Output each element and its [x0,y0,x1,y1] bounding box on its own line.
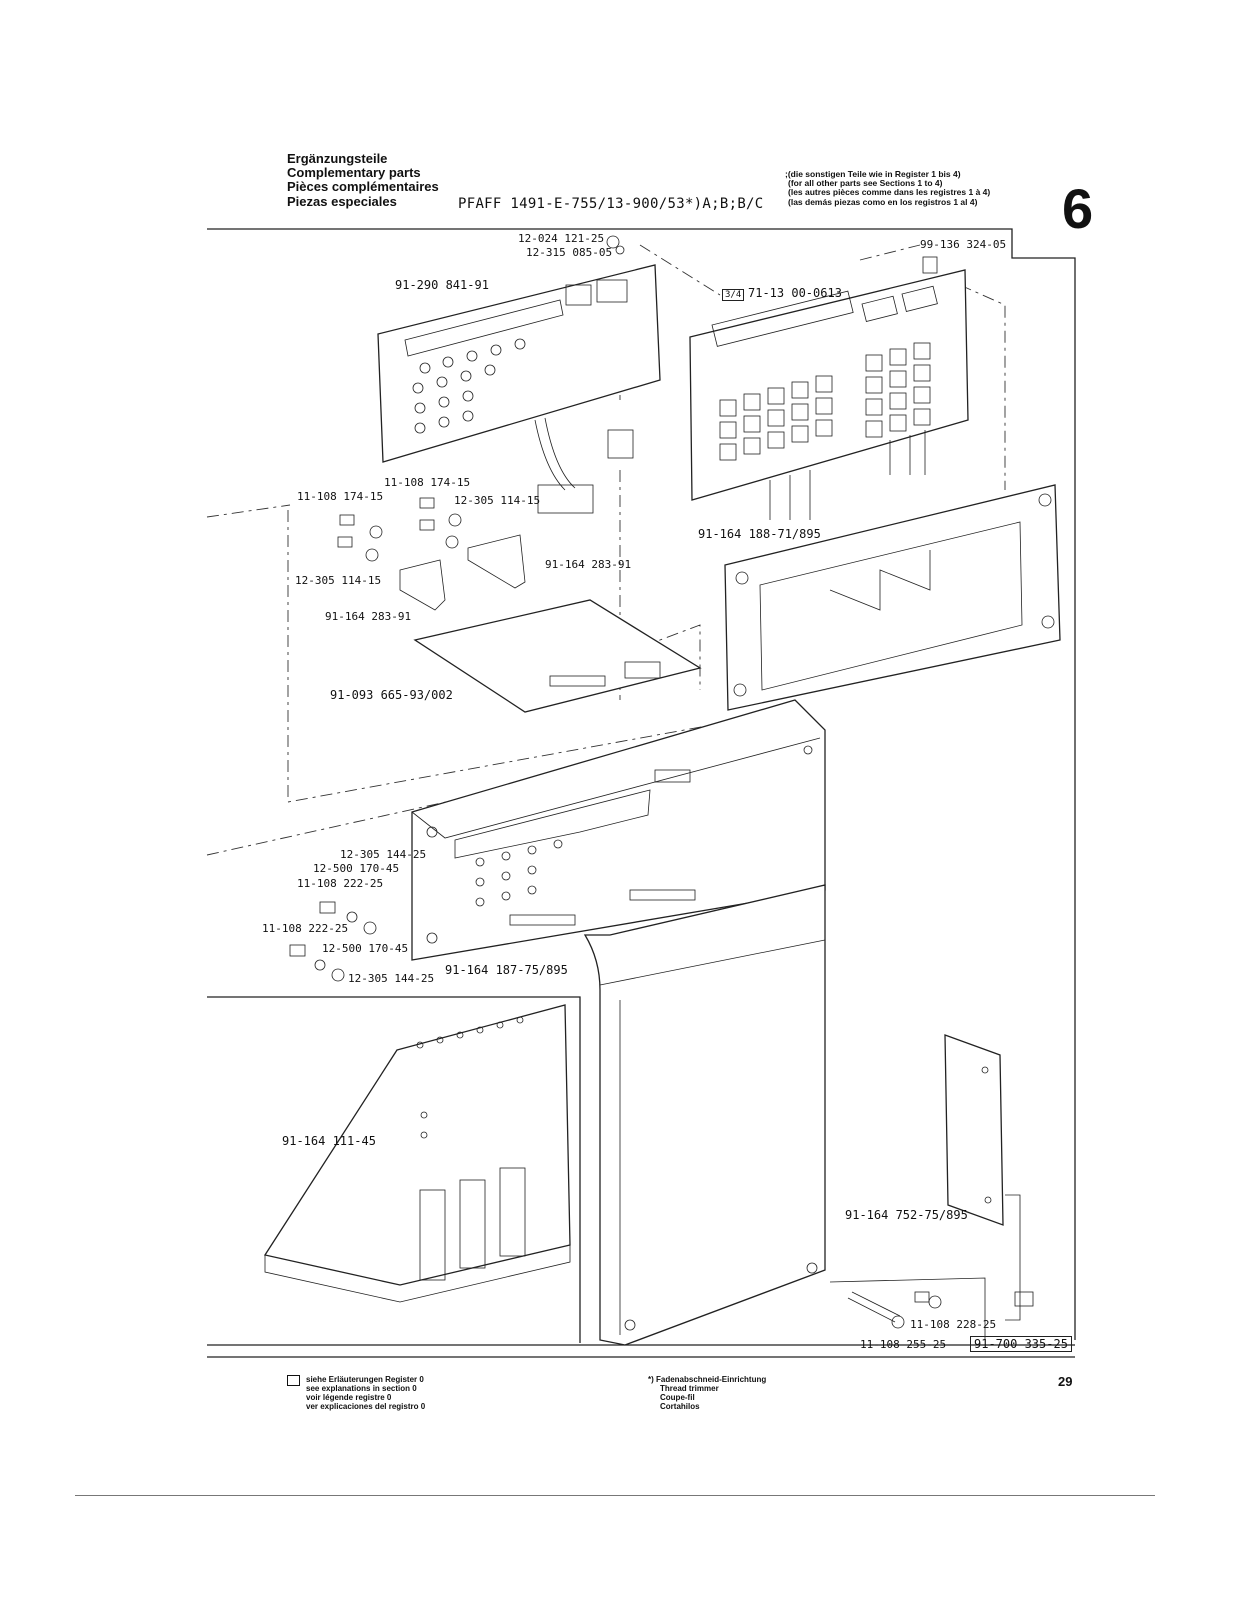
frame-top-rule [207,228,1076,1340]
legend-de: siehe Erläuterungen Register 0 [306,1375,424,1384]
note-fr: (les autres pièces comme dans les regist… [788,187,991,197]
part-label: 12-500 170-45 [322,942,409,955]
frame-middle-rule [207,996,581,1343]
section-number: 6 [1062,177,1094,240]
register-box: 3/4 [722,289,745,301]
part-label: 12-024 121-25 [518,232,605,245]
part-label: 12-305 114-15 [454,494,541,507]
upper-circuit-board [377,264,661,514]
brackets [399,534,526,611]
part-label: 91-093 665-93/002 [330,688,453,702]
part-label: 12-500 170-45 [313,862,400,875]
title-de: Ergänzungsteile [287,151,388,166]
part-label: 91-290 841-91 [395,278,489,292]
part-label: 12-315 085-05 [526,246,613,259]
legend-en: see explanations in section 0 [306,1384,417,1393]
part-label: 11-108 174-15 [384,476,471,489]
part-label: 71-13 00-0613 [748,286,842,300]
title-fr: Pièces complémentaires [287,179,439,194]
screws-lower-left [289,235,938,982]
part-label: 11-108 174-15 [297,490,384,503]
legend-box-symbol [287,1375,300,1386]
part-label: 91-164 752-75/895 [845,1208,968,1222]
footnote-de: *) Fadenabschneid-Einrichtung [648,1375,767,1384]
model-designation: PFAFF 1491-E-755/13-900/53*)A;B;B/C [458,196,764,212]
part-label: 11-108 222-25 [262,922,349,935]
screws-upper-left [337,497,462,562]
part-label: 11-108 222-25 [297,877,384,890]
part-label: 11-108 255-25 [860,1338,947,1351]
part-label: 91-164 283-91 [325,610,412,623]
legend-fr: voir légende registre 0 [306,1393,392,1402]
part-label: 12-305 144-25 [348,972,435,985]
front-frame [724,484,1061,711]
part-label: 11-108 228-25 [910,1318,997,1331]
part-label: 91-164 188-71/895 [698,527,821,541]
note-es: (las demás piezas como en los registros … [788,197,978,207]
keypad-membrane [689,269,969,520]
lower-circuit-board [413,599,702,713]
l-bracket [263,1004,571,1303]
part-label: 91-164 283-91 [545,558,632,571]
cover-plate [944,1034,1004,1226]
part-label: 99-136 324-05 [920,238,1007,251]
screws-lower-right [829,1194,1034,1340]
legend-es: ver explicaciones del registro 0 [306,1402,426,1411]
part-label: 12-305 144-25 [340,848,427,861]
title-es: Piezas especiales [287,194,397,209]
part-label: 91-164 187-75/895 [445,963,568,977]
footnote-es: Cortahilos [660,1402,700,1411]
part-label: 91-700 335-25 [970,1336,1072,1352]
title-en: Complementary parts [287,165,421,180]
note-de: ;(die sonstigen Teile wie in Register 1 … [785,169,961,179]
control-housing [411,699,826,961]
footnote-fr: Coupe-fil [660,1393,695,1402]
footnote-en: Thread trimmer [660,1384,719,1393]
scan-bottom-rule [75,1495,1155,1496]
lower-box [583,884,826,1346]
part-label: 12-305 114-15 [295,574,382,587]
note-en: (for all other parts see Sections 1 to 4… [788,178,943,188]
part-label: 91-164 111-45 [282,1134,376,1148]
page-number: 29 [1058,1374,1073,1389]
